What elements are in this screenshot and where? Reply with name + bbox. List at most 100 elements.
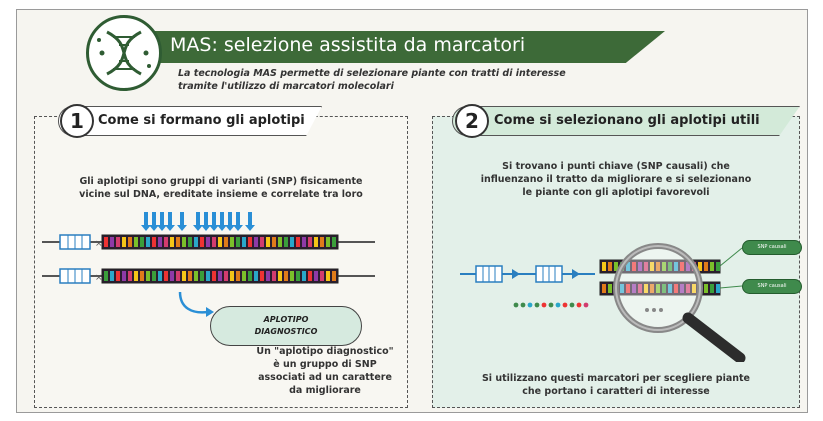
chromosome-band (326, 271, 330, 281)
chromosome-band (308, 237, 312, 247)
panel2-desc-line-2: influenzano il tratto da migliorare e si… (480, 174, 752, 185)
chromosome-band (716, 262, 720, 271)
magnifier-icon (613, 243, 746, 362)
chromosome-band (704, 284, 708, 293)
chromosome-band (248, 237, 252, 247)
note-line-4: da migliorare (289, 385, 361, 396)
note-line-2: è un gruppo di SNP (273, 359, 377, 370)
chromosome-band (662, 284, 666, 293)
chromosome-band (116, 237, 120, 247)
chromosome-band (332, 271, 336, 281)
chromosome-band (230, 237, 234, 247)
chromosome-band (290, 237, 294, 247)
chromosome-band (140, 271, 144, 281)
chromosome-band (104, 237, 108, 247)
marker-dot (520, 302, 526, 308)
marker-dot (583, 302, 589, 308)
badge-line-2: DIAGNOSTICO (254, 327, 318, 336)
dna-icon (97, 30, 151, 76)
chromosome-band (218, 237, 222, 247)
chromosome-band (152, 271, 156, 281)
step-number-1: 1 (60, 104, 94, 138)
chromosome-band (620, 284, 624, 293)
chromosome-band (194, 271, 198, 281)
chromosome-band (686, 262, 690, 271)
chromosome-band (656, 262, 660, 271)
chromosome-band (668, 284, 672, 293)
chromosome-band (254, 237, 258, 247)
marker-dot (527, 302, 533, 308)
chromosome-band (236, 237, 240, 247)
chromosome-band (674, 262, 678, 271)
chromosome-band (314, 237, 318, 247)
chromosome-band (716, 284, 720, 293)
chromosome-band (692, 284, 696, 293)
chromosome-band (170, 237, 174, 247)
chromosome-band (194, 237, 198, 247)
chromosome-band (320, 271, 324, 281)
note-line-3: associati ad un carattere (258, 372, 392, 383)
marker-dot (534, 302, 540, 308)
snp-causal-label-1: SNP causali (742, 240, 802, 255)
chromosome-band (296, 237, 300, 247)
chromosome-band (644, 262, 648, 271)
panel2-footer: Si utilizzano questi marcatori per scegl… (442, 372, 790, 398)
svg-text:×: × (95, 273, 103, 283)
chromosome-band (242, 271, 246, 281)
marker-dot (548, 302, 554, 308)
chromosome-band (608, 262, 612, 271)
chromosome-band (272, 271, 276, 281)
chromosome-band (302, 271, 306, 281)
marker-dot (555, 302, 561, 308)
chromosome-band (626, 284, 630, 293)
marker-dot (569, 302, 575, 308)
chromosome-band (212, 271, 216, 281)
chromosome-band (296, 271, 300, 281)
chromosome-band (206, 271, 210, 281)
chromosome-band (200, 237, 204, 247)
chromosome-band (146, 271, 150, 281)
chromosome-band (326, 237, 330, 247)
chromosome-band (626, 262, 630, 271)
panel1-desc-line-2: vicine sul DNA, ereditate insieme e corr… (79, 189, 363, 200)
panel2-description: Si trovano i punti chiave (SNP causali) … (442, 160, 790, 199)
panel2-header (452, 106, 800, 136)
panel2-footer-line-2: che portano i caratteri di interesse (522, 386, 710, 397)
panel1-desc-line-1: Gli aplotipi sono gruppi di varianti (SN… (79, 176, 363, 187)
chromosome-band (242, 237, 246, 247)
chromosome-band (290, 271, 294, 281)
chromosome-band (650, 262, 654, 271)
chromosome-band (152, 237, 156, 247)
chromosome-band (608, 284, 612, 293)
chromosome-band (248, 271, 252, 281)
chromosome-band (110, 237, 114, 247)
chromosome-band (638, 284, 642, 293)
chromosome-band (182, 237, 186, 247)
panel1-note: Un "aplotipo diagnostico" è un gruppo di… (250, 345, 400, 397)
chromosome-band (710, 262, 714, 271)
chromosome-band (200, 271, 204, 281)
panel2-title: Come si selezionano gli aplotipi utili (494, 113, 760, 128)
chromosome-band (710, 284, 714, 293)
chromosome-band (674, 284, 678, 293)
note-line-1: Un "aplotipo diagnostico" (256, 346, 394, 357)
chromosome-band (218, 271, 222, 281)
page-title: MAS: selezione assistita da marcatori (170, 34, 526, 56)
chromosome-band (284, 237, 288, 247)
panel2-desc-line-3: le piante con gli aplotipi favorevoli (522, 187, 710, 198)
chromosome-band (176, 237, 180, 247)
chromosome-band (164, 237, 168, 247)
chromosome-band (644, 284, 648, 293)
chromosome-band (632, 262, 636, 271)
dna-badge (86, 15, 162, 91)
diagnostic-haplotype-badge: APLOTIPO DIAGNOSTICO (210, 306, 362, 346)
chromosome-band (188, 237, 192, 247)
chromosome-band (188, 271, 192, 281)
chromosome-band (110, 271, 114, 281)
chromosome-band (122, 271, 126, 281)
chromosome-band (602, 262, 606, 271)
chromosome-band (170, 271, 174, 281)
chromosome-band (260, 237, 264, 247)
chromosome-band (164, 271, 168, 281)
marker-dot (562, 302, 568, 308)
